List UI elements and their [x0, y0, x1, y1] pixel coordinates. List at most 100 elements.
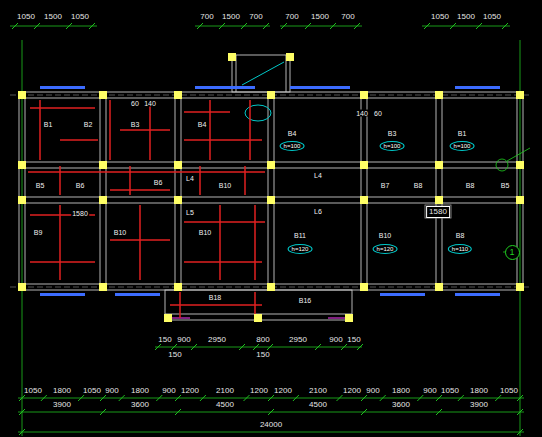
tick: [361, 409, 367, 415]
column: [435, 91, 443, 99]
dimension-text: 24000: [259, 421, 283, 429]
dimension-ticks: [12, 23, 523, 435]
dimension-text: 1200: [342, 387, 362, 395]
column: [18, 283, 26, 291]
slab-label: B10: [218, 182, 232, 189]
tick: [281, 23, 287, 29]
column: [267, 161, 275, 169]
dimension-text: 150: [157, 336, 172, 344]
tick: [495, 395, 501, 401]
slab-label: h=110: [448, 244, 472, 254]
dimension-text: 1500: [43, 13, 63, 21]
rebar: [149, 100, 151, 160]
tick: [424, 23, 430, 29]
tick: [89, 23, 95, 29]
dimension-text: 1800: [52, 387, 72, 395]
column: [99, 91, 107, 99]
tick: [354, 23, 360, 29]
column: [516, 161, 524, 169]
dimension-text: 1200: [273, 387, 293, 395]
dimension-text: 700: [284, 13, 299, 21]
dimension-text: 900: [365, 387, 380, 395]
tick: [253, 344, 259, 350]
dimension-text: 2950: [288, 336, 308, 344]
slab-label: B11: [293, 232, 307, 239]
column: [360, 91, 368, 99]
rebar: [184, 261, 262, 263]
tick: [305, 23, 311, 29]
rebar: [179, 292, 181, 318]
slab-label: B5: [500, 182, 511, 189]
slab-label: 1580: [71, 210, 89, 217]
dimension-text: 1500: [310, 13, 330, 21]
tick: [239, 344, 245, 350]
dimension-text: 1200: [180, 387, 200, 395]
tick: [12, 23, 18, 29]
dimension-text: 2100: [215, 387, 235, 395]
slab-label: L4: [185, 175, 195, 182]
column: [18, 161, 26, 169]
slab-label: B18: [208, 294, 222, 301]
tick: [78, 395, 84, 401]
tick: [100, 395, 106, 401]
dimension-text: 4500: [308, 401, 328, 409]
axis-bubble: 1: [505, 245, 520, 260]
slab-label: B8: [465, 182, 476, 189]
slab-label: 60: [373, 110, 383, 117]
tick: [476, 23, 482, 29]
tick: [200, 395, 206, 401]
column: [516, 283, 524, 291]
slab-label: L6: [313, 208, 323, 215]
dimension-text: 3900: [52, 401, 72, 409]
tick: [450, 23, 456, 29]
slab-label: 60: [130, 100, 140, 107]
tick: [502, 23, 508, 29]
rebar: [254, 205, 256, 280]
tick: [517, 409, 523, 415]
dimension-text: 1050: [82, 387, 102, 395]
slab-label: B8: [455, 232, 466, 239]
dimension-text: 3600: [130, 401, 150, 409]
tick: [293, 395, 299, 401]
slab-label: B9: [33, 229, 44, 236]
tick: [100, 409, 106, 415]
dimension-text: 1200: [249, 387, 269, 395]
column: [228, 53, 236, 61]
columns: [18, 53, 524, 322]
slab-label: B2: [83, 121, 94, 128]
slab-label: B3: [130, 121, 141, 128]
tick: [436, 395, 442, 401]
column: [360, 161, 368, 169]
tick: [197, 23, 203, 29]
tick: [156, 395, 162, 401]
dimension-text: 900: [161, 387, 176, 395]
slab-label: h=100: [450, 141, 475, 151]
rebar: [120, 129, 170, 131]
rebar: [30, 261, 95, 263]
column: [360, 196, 368, 204]
column: [99, 161, 107, 169]
column: [267, 91, 275, 99]
column: [99, 283, 107, 291]
tick: [268, 409, 274, 415]
rebar: [59, 166, 61, 195]
dimension-text: 3900: [469, 401, 489, 409]
dimension-text: 150: [346, 336, 361, 344]
tick: [66, 23, 72, 29]
dimension-text: 1800: [130, 387, 150, 395]
column: [345, 314, 353, 322]
column: [267, 196, 275, 204]
column: [174, 161, 182, 169]
tick: [330, 23, 336, 29]
rebar: [219, 205, 221, 280]
slab-label: B3: [387, 130, 398, 137]
slab-label: B5: [35, 182, 46, 189]
column: [516, 91, 524, 99]
column: [435, 161, 443, 169]
tick: [315, 344, 321, 350]
dimension-text: 700: [199, 13, 214, 21]
dimension-text: 2100: [308, 387, 328, 395]
slab-label: h=120: [373, 244, 398, 254]
dimension-text: 1050: [70, 13, 90, 21]
